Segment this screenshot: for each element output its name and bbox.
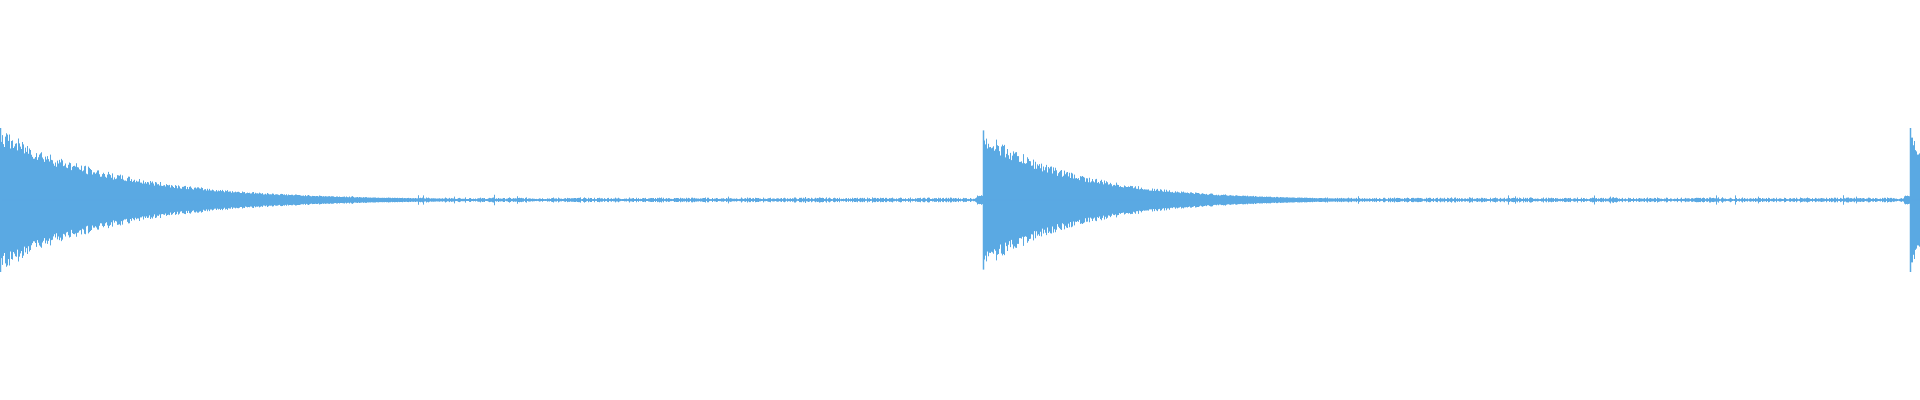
audio-waveform[interactable] [0, 0, 1920, 400]
waveform-view[interactable] [0, 0, 1920, 400]
